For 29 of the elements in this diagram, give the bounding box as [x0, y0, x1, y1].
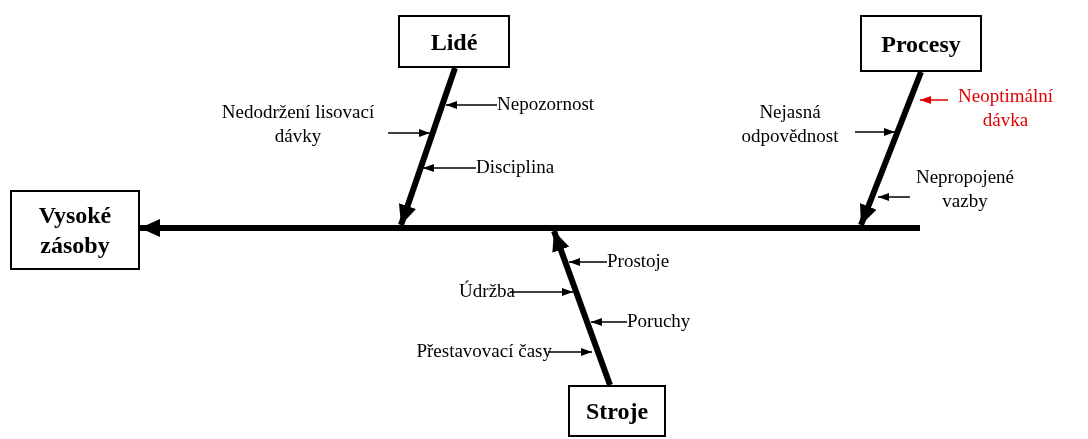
category-box: Lidé — [398, 15, 510, 68]
cause-label: Prostoje — [607, 249, 670, 273]
arrow — [858, 70, 924, 227]
arrow — [422, 164, 477, 172]
cause-label: Nepropojené vazby — [910, 165, 1020, 213]
arrow — [509, 288, 574, 296]
cause-label: Nedodržení lisovací dávky — [208, 100, 388, 148]
arrow — [919, 96, 949, 104]
cause-label: Údržba — [459, 279, 515, 303]
cause-label: Poruchy — [627, 309, 691, 333]
arrow — [854, 128, 896, 136]
effect-box: Vysoké zásoby — [10, 190, 140, 270]
arrow — [140, 219, 160, 237]
category-box: Procesy — [860, 15, 982, 72]
arrow — [877, 193, 911, 201]
arrow — [551, 229, 613, 387]
cause-label: Disciplina — [476, 155, 555, 179]
cause-label: Přestavovací časy — [416, 339, 552, 363]
spine-bar — [160, 225, 920, 231]
arrow — [547, 348, 593, 356]
cause-label: Neoptimální dávka — [948, 84, 1063, 132]
arrow — [590, 318, 628, 326]
cause-label: Nepozornost — [497, 92, 595, 116]
arrow — [387, 129, 431, 137]
cause-label: Nejasná odpovědnost — [725, 100, 855, 148]
arrow — [568, 258, 608, 266]
arrow — [445, 101, 498, 109]
arrow — [398, 67, 458, 226]
category-box: Stroje — [568, 385, 666, 437]
